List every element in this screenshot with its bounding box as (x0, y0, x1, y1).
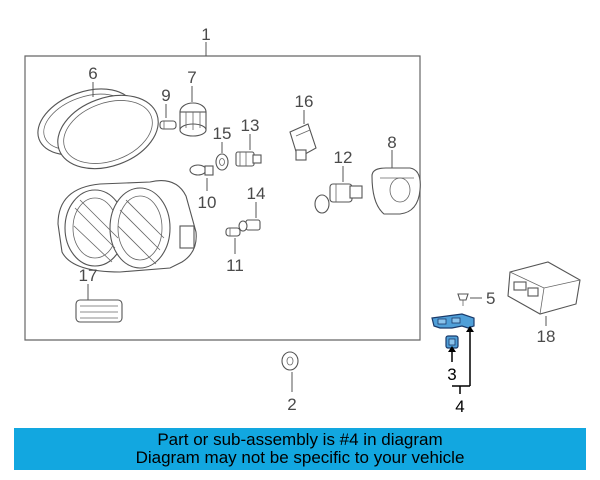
callout-5: 5 (486, 289, 495, 308)
callout-14: 14 (247, 184, 266, 203)
part-10-bulb (189, 164, 214, 176)
callout-9: 9 (161, 86, 170, 105)
callout-1: 1 (201, 25, 210, 44)
part-9-bulb (159, 120, 177, 130)
callout-7: 7 (187, 68, 196, 87)
callout-12: 12 (334, 148, 353, 167)
part-18-module (507, 261, 581, 315)
callout-16: 16 (295, 92, 314, 111)
callout-11: 11 (226, 256, 244, 275)
callout-8: 8 (387, 133, 396, 152)
callout-2: 2 (287, 395, 296, 414)
part-11-bulb (225, 227, 241, 237)
callout-6: 6 (88, 64, 97, 83)
banner-line-2: Diagram may not be specific to your vehi… (135, 448, 465, 467)
callout-13: 13 (241, 116, 260, 135)
part-5-clip (457, 293, 469, 306)
part-16-connector (289, 123, 317, 161)
info-banner: Part or sub-assembly is #4 in diagram Di… (14, 428, 586, 470)
part-7-socket (179, 102, 207, 137)
part-6-bezel (37, 88, 159, 170)
part-13-socket (235, 151, 262, 167)
callout-4: 4 (455, 397, 464, 416)
headlamp-housing (57, 180, 197, 273)
part-2-grommet (281, 351, 299, 371)
part-17-lens (75, 299, 123, 323)
callout-17: 17 (79, 266, 98, 285)
part-4-bracket (431, 313, 475, 329)
part-8-cover (371, 167, 421, 215)
part-12-bulb-socket (314, 183, 363, 214)
callout-15: 15 (213, 124, 232, 143)
leader-3-4 (448, 326, 474, 394)
part-15-washer (215, 153, 229, 171)
callout-3: 3 (447, 365, 456, 384)
banner-line-1: Part or sub-assembly is #4 in diagram (157, 430, 443, 449)
callout-18: 18 (537, 327, 556, 346)
part-14-socket (238, 219, 261, 232)
callout-10: 10 (198, 193, 217, 212)
